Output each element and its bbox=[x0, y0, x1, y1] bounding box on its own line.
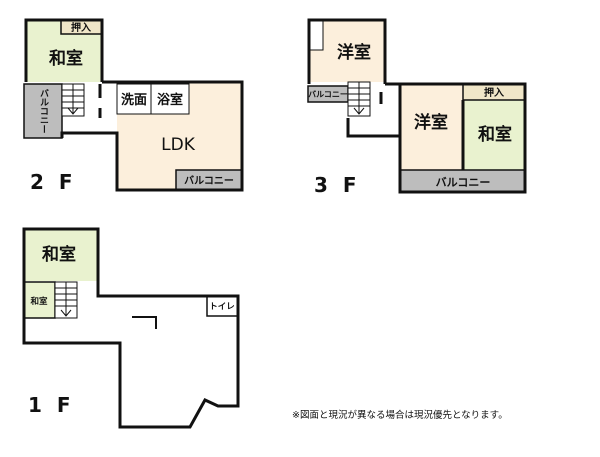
label-3f-balcony-small: バルコニー bbox=[308, 90, 348, 99]
label-2f-ldk: LDK bbox=[161, 135, 196, 155]
room-2f-yokushitsu bbox=[150, 83, 190, 115]
floor-label-2f: 2 F bbox=[30, 170, 77, 194]
floor-label-3f: 3 F bbox=[314, 173, 361, 197]
room-3f-youshitsu-mid bbox=[400, 84, 463, 170]
room-1f-washitsu bbox=[24, 229, 98, 281]
label-3f-balcony-bottom: バルコニー bbox=[436, 176, 491, 189]
disclaimer-note: ※図面と現況が異なる場合は現況優先となります。 bbox=[292, 410, 508, 421]
label-1f-toilet: トイレ bbox=[209, 302, 235, 312]
stairs-2f bbox=[61, 83, 85, 117]
label-1f-washitsu: 和室 bbox=[42, 244, 76, 265]
label-3f-youshitsu-top: 洋室 bbox=[337, 42, 371, 63]
walls-2f bbox=[24, 18, 244, 192]
stairs-3f bbox=[347, 81, 371, 117]
label-2f-yokushitsu: 浴室 bbox=[157, 92, 183, 108]
label-1f-washitsu-small: 和室 bbox=[30, 296, 48, 307]
floor-label-1f: 1 F bbox=[28, 393, 75, 417]
label-2f-oshiire: 押入 bbox=[71, 21, 91, 34]
room-2f-balcony-left bbox=[23, 83, 63, 139]
walls-3f bbox=[307, 18, 527, 194]
label-2f-washitsu: 和室 bbox=[49, 48, 83, 69]
room-3f-washitsu bbox=[463, 100, 525, 170]
walls-1f bbox=[22, 227, 240, 429]
floor-2f: 押入 和室 バルコニー 洗面 浴室 LDK バルコニー 2 F bbox=[23, 18, 244, 194]
room-3f-closet-top bbox=[308, 19, 324, 51]
label-2f-balcony-left: バルコニー bbox=[38, 88, 49, 133]
label-3f-oshiire: 押入 bbox=[484, 86, 504, 99]
label-2f-senmen: 洗面 bbox=[121, 92, 147, 108]
label-3f-washitsu: 和室 bbox=[478, 124, 512, 145]
floor-3f: 洋室 バルコニー 押入 洋室 和室 バルコニー 3 F bbox=[307, 18, 527, 197]
stairs-1f bbox=[54, 281, 78, 319]
label-2f-balcony-bottom: バルコニー bbox=[184, 175, 234, 187]
floor-1f: 和室 和室 トイレ 1 F bbox=[22, 227, 240, 429]
label-3f-youshitsu-mid: 洋室 bbox=[414, 112, 448, 133]
